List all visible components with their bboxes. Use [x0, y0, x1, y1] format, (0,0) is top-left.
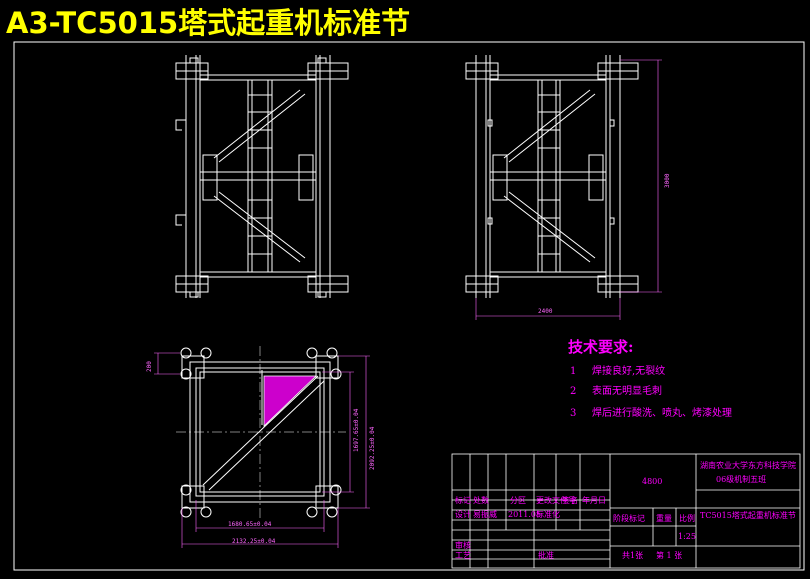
- dim-plan-inner: 1697.65±0.04: [353, 408, 360, 452]
- plan-view-dimensions: [154, 352, 370, 548]
- tb-school-1: 湖南农业大学东方科技学院: [700, 461, 796, 470]
- tb-drawing-name: TC5015塔式起重机标准节: [700, 511, 796, 520]
- tb-school-2: 06级机制五班: [716, 475, 767, 484]
- tb-scale-value: 1:25: [678, 532, 696, 541]
- tb-designer-label: 设计: [455, 510, 471, 519]
- sheet-frame: [13, 41, 805, 571]
- tb-weight: 重量: [656, 514, 672, 523]
- side-view-dimensions: [475, 59, 662, 320]
- tb-process: 工艺: [455, 551, 471, 560]
- tb-row-label: 签名: [562, 496, 578, 505]
- side-view: [465, 55, 639, 298]
- tb-date: 2011.05: [508, 510, 542, 519]
- tb-standardize: 标准化: [536, 510, 560, 519]
- dim-front-width: 2400: [538, 308, 553, 315]
- requirements-heading: 技术要求:: [568, 338, 634, 356]
- tb-sheets-total: 共1张: [622, 551, 644, 560]
- plan-hatch: [263, 375, 317, 427]
- dim-front-height: 3000: [664, 173, 671, 188]
- tb-code: 4800: [642, 477, 663, 486]
- plan-view: [176, 346, 346, 518]
- tb-review: 审核: [455, 541, 471, 550]
- tb-approve: 批准: [538, 551, 554, 560]
- tb-row-label: 分区: [510, 496, 526, 505]
- dim-plan-bottom-inner: 1680.65±0.04: [228, 521, 272, 528]
- tb-row-label: 处数: [473, 496, 489, 505]
- tb-designer-name: 易振威: [473, 510, 497, 519]
- drawing-title: A3-TC5015塔式起重机标准节: [6, 6, 411, 40]
- tb-row-label: 标记: [455, 496, 471, 505]
- dim-plan-outer: 2092.25±0.04: [369, 426, 376, 470]
- dim-plan-bottom-outer: 2132.25±0.04: [232, 538, 276, 545]
- tb-row-label: 更改文件号: [536, 496, 576, 505]
- tb-scale-label: 比例: [679, 514, 695, 523]
- tb-sheet-no: 第 1 张: [656, 551, 683, 560]
- front-view: [175, 55, 349, 298]
- tb-row-label: 年月日: [582, 496, 606, 505]
- tb-stage: 阶段标记: [613, 514, 645, 523]
- dim-plan-left: 200: [146, 361, 153, 372]
- title-block-grid: [451, 453, 801, 569]
